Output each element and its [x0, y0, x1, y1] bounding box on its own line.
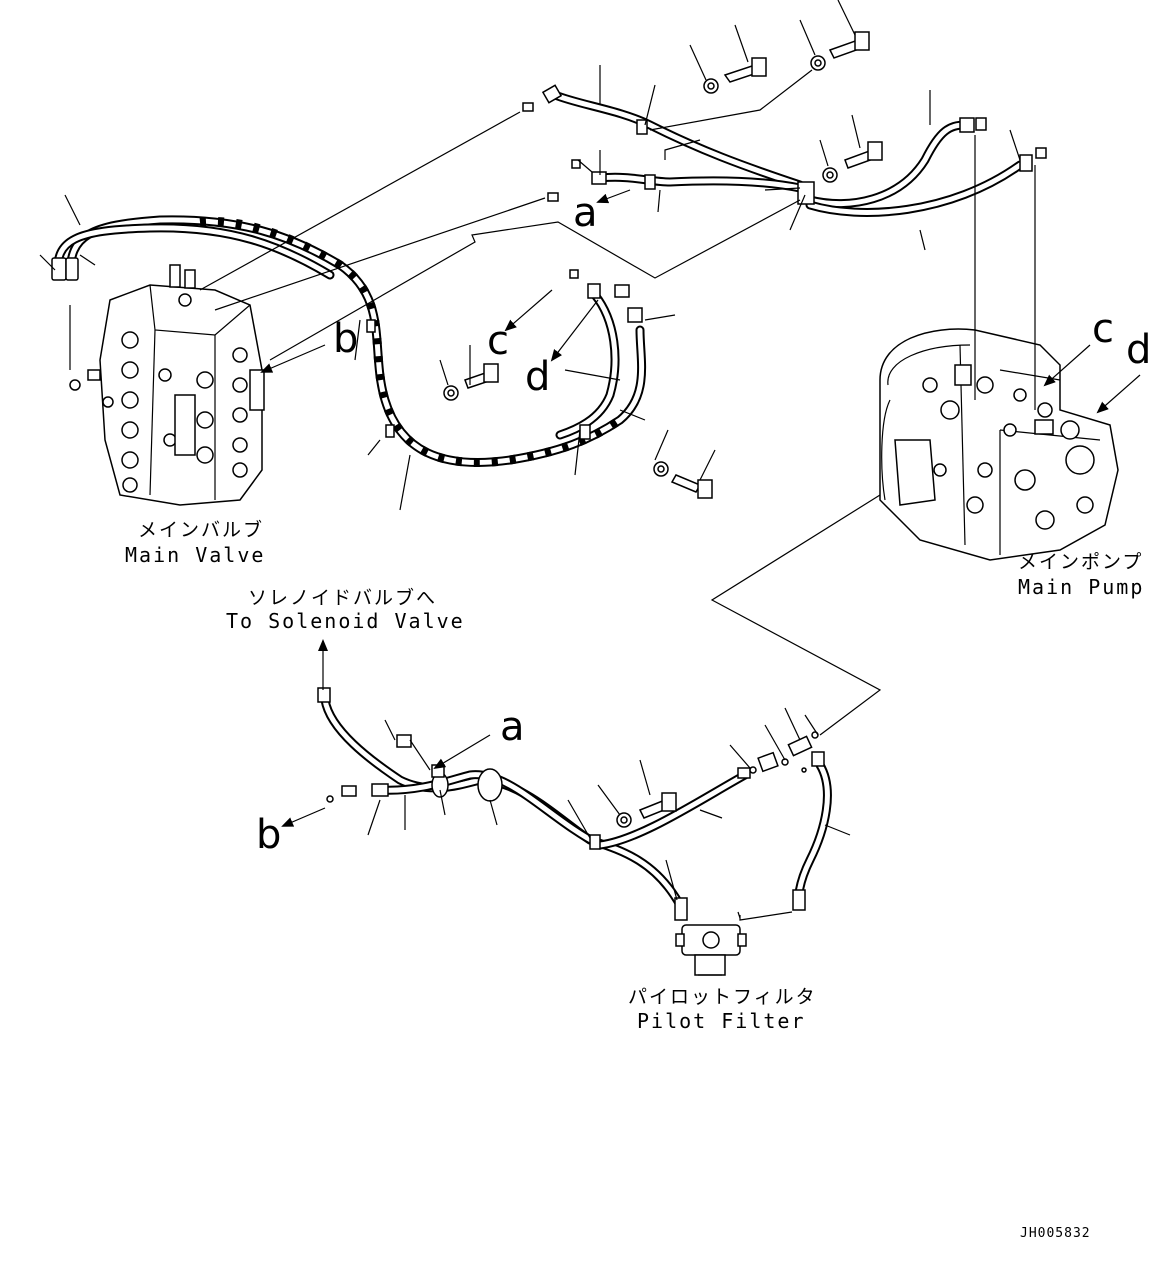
- solenoid-label-en: To Solenoid Valve: [226, 609, 465, 633]
- solenoid-label-jp: ソレノイドバルブへ: [248, 586, 437, 609]
- main-pump-label-jp: メインポンプ: [1018, 551, 1143, 573]
- callout-a-top: a: [573, 190, 598, 236]
- main-pump-label-en: Main Pump: [1018, 575, 1144, 599]
- main-valve-label-en: Main Valve: [125, 543, 265, 567]
- leader-lines: [39, 0, 1036, 921]
- pilot-filter-label-jp: パイロットフィルタ: [628, 986, 817, 1008]
- callout-b-bottom: b: [256, 812, 281, 858]
- upper-bolts: [443, 31, 883, 499]
- main-valve-assembly: [69, 264, 265, 506]
- pilot-filter-label-en: Pilot Filter: [637, 1009, 806, 1033]
- callout-b-top: b: [333, 316, 358, 362]
- lower-hoses: [320, 695, 832, 910]
- pilot-filter-body: [675, 924, 747, 976]
- drawing-number: JH005832: [1020, 1226, 1091, 1241]
- upper-fittings: [51, 84, 1047, 440]
- callout-d-pump: d: [1126, 327, 1151, 373]
- callout-c-pump: c: [1092, 306, 1114, 352]
- callout-d-top: d: [525, 354, 550, 400]
- main-valve-label-jp: メインバルブ: [138, 518, 264, 541]
- callout-a-bottom: a: [500, 704, 525, 750]
- callout-c-top: c: [487, 318, 509, 364]
- main-pump-assembly: [879, 328, 1119, 561]
- callout-arrows: [260, 189, 1141, 827]
